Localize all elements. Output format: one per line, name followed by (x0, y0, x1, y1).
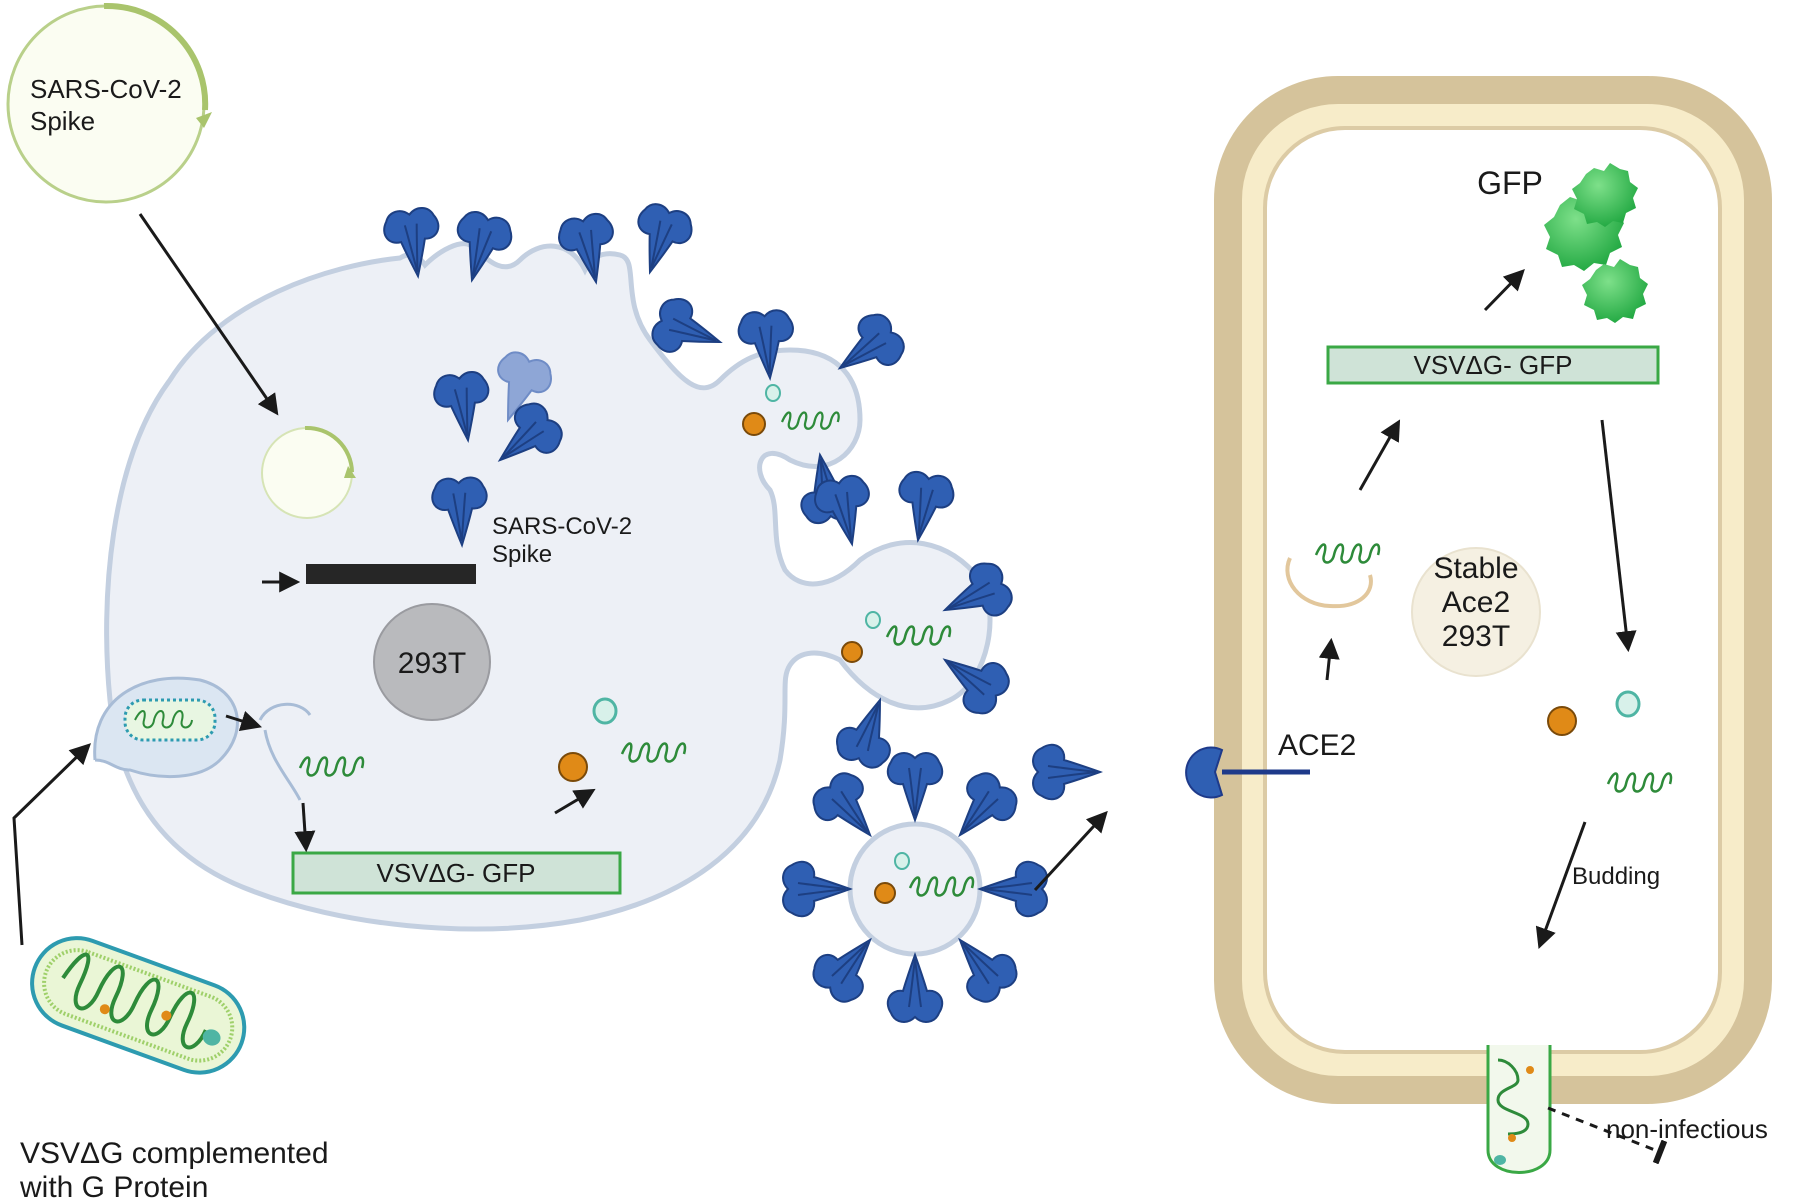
nucleus-label: 293T (398, 647, 466, 680)
arrow-endosome-release (225, 710, 263, 732)
arrow-box-to-assembly (1600, 419, 1637, 653)
vsv-box-left-label: VSVΔG- GFP (377, 858, 536, 888)
small-plasmid (261, 425, 356, 519)
spike (623, 198, 698, 282)
arrow-box-to-gfp (1483, 268, 1525, 312)
non-infectious-label: non-infectious (1606, 1114, 1768, 1144)
released-virion (782, 752, 1048, 1023)
spike-gene-bar (306, 564, 476, 584)
stable-ace2-nucleus: Stable Ace2 293T (1411, 547, 1541, 677)
vsv-box-right-label: VSVΔG- GFP (1414, 350, 1573, 380)
stable-label-line3: 293T (1442, 620, 1510, 653)
endosome (93, 676, 239, 779)
vsv-caption-line1: VSVΔG complemented (20, 1137, 329, 1170)
plasmid-arc (103, 2, 209, 111)
ace2-label: ACE2 (1278, 729, 1356, 762)
ace2-receptor: ACE2 (1032, 729, 1356, 801)
arrow-virion-to-receptor (1033, 810, 1108, 892)
spike-gene-label-line2: Spike (492, 541, 552, 568)
stable-label-line1: Stable (1433, 552, 1518, 585)
arrow-rna-to-box (1358, 419, 1401, 491)
arrow-rna-to-box (294, 802, 316, 853)
teal-particle (592, 697, 618, 725)
vsv-gfp-box-right: VSVΔG- GFP (1326, 345, 1660, 385)
gfp-label: GFP (1477, 165, 1543, 201)
nucleus-293t: 293T (373, 603, 491, 721)
producer-cell (104, 241, 993, 932)
stable-label-line2: Ace2 (1442, 586, 1510, 619)
gfp-proteins (1544, 163, 1648, 323)
orange-particle (558, 752, 588, 782)
arrow-receptor-to-rna (1318, 637, 1340, 681)
arrows (12, 213, 1668, 1165)
vsv-caption-line2: with G Protein (19, 1171, 208, 1202)
arrow-budding (1535, 821, 1587, 949)
inhibition-line (1547, 1106, 1668, 1165)
budding-label: Budding (1572, 863, 1660, 890)
spike-gene-label-line1: SARS-CoV-2 (492, 513, 632, 540)
vsv-gfp-box-left: VSVΔG- GFP (291, 851, 622, 895)
spike (890, 468, 958, 546)
arrow-box-to-particles (554, 788, 596, 815)
arrow-plasmid-to-cell (138, 213, 279, 416)
budding-particle (1486, 1045, 1552, 1174)
arrow-vsv-entry (12, 743, 92, 946)
plasmid: SARS-CoV-2 Spike (6, 2, 212, 204)
plasmid-label-line1: SARS-CoV-2 (30, 74, 182, 104)
spike (810, 471, 880, 551)
vsv-virus: VSVΔG complemented with G Protein (19, 936, 329, 1202)
plasmid-label-line2: Spike (30, 106, 95, 136)
